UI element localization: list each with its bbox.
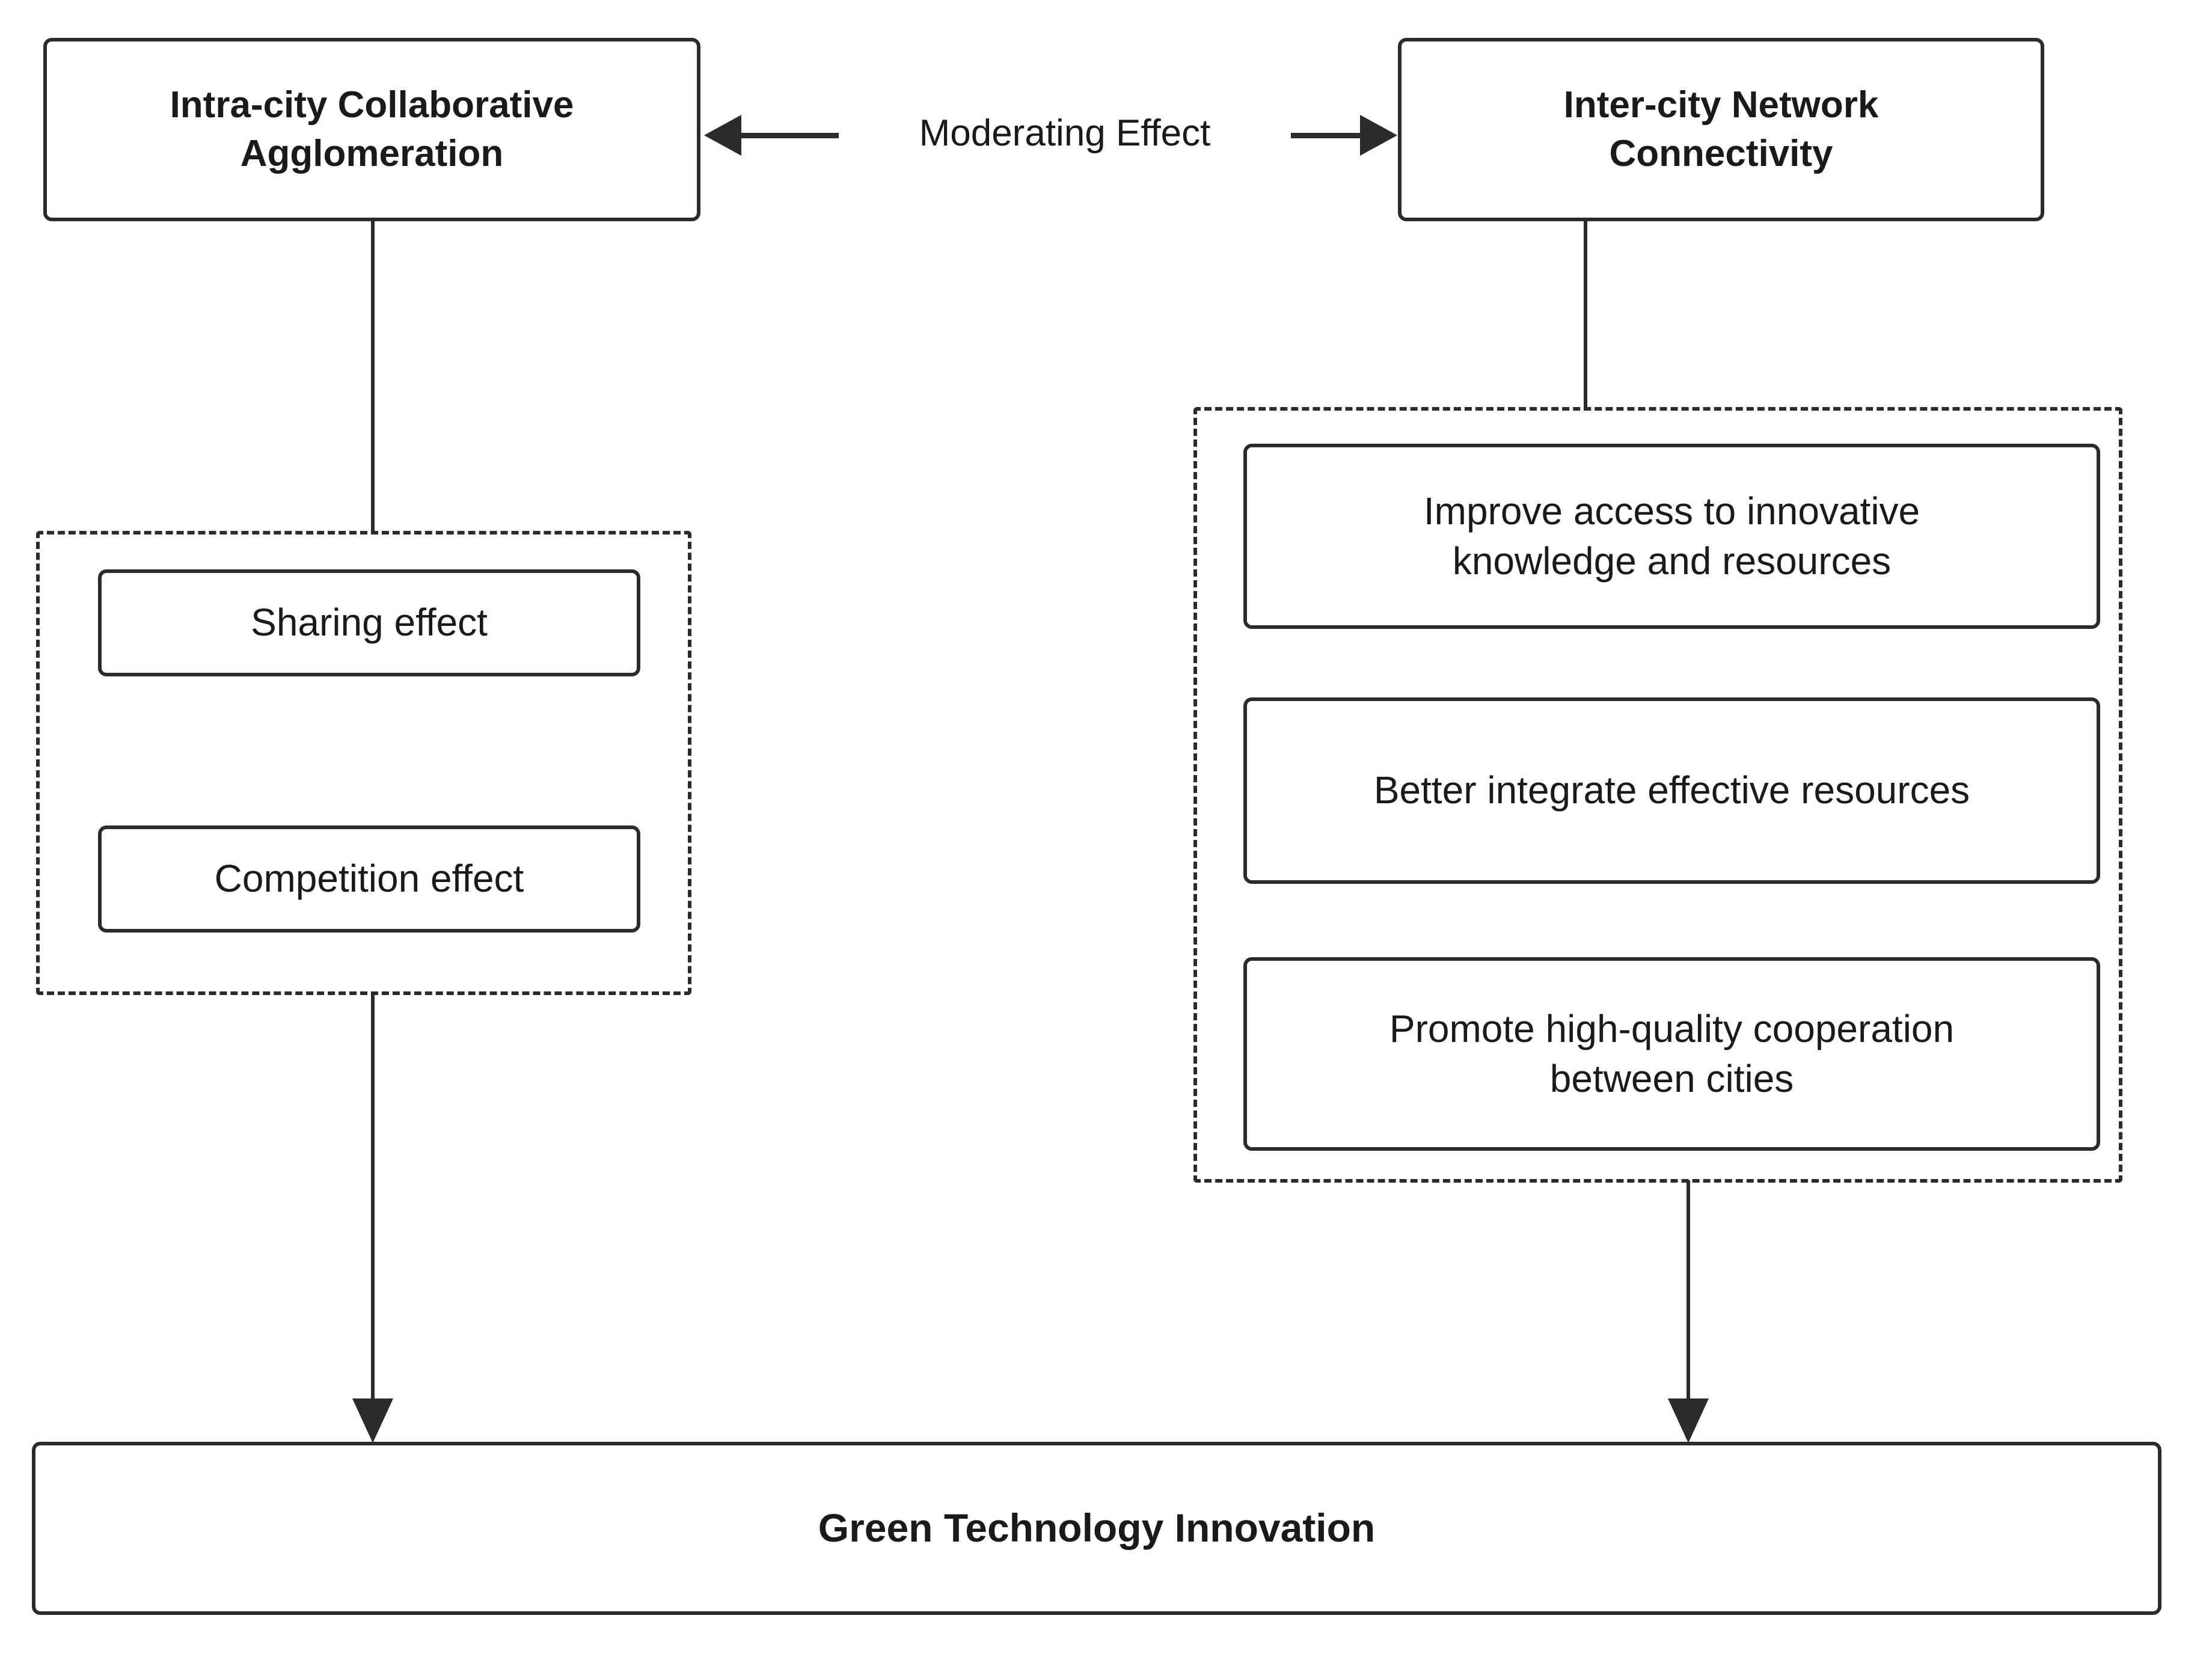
- node-sharing-effect[interactable]: Sharing effect: [98, 569, 640, 676]
- intra-city-line-1: Intra-city Collaborative: [170, 84, 574, 126]
- node-green-technology-innovation[interactable]: Green Technology Innovation: [32, 1442, 2161, 1615]
- promote-cooperation-line-2: between cities: [1549, 1057, 1794, 1100]
- group-inter-city-mechanisms: [1193, 407, 2122, 1183]
- green-technology-innovation-label: Green Technology Innovation: [818, 1505, 1376, 1551]
- sharing-effect-label: Sharing effect: [251, 601, 488, 645]
- connector-intra-city-to-group: [371, 220, 375, 534]
- connector-inter-city-group-to-outcome: [1687, 1180, 1690, 1404]
- connector-inter-city-to-group: [1584, 220, 1587, 410]
- node-inter-city-network-connectivity[interactable]: Inter-city Network Connectivity: [1398, 38, 2044, 221]
- improve-access-line-2: knowledge and resources: [1452, 539, 1892, 583]
- arrowhead-intra-city-group-to-outcome: [352, 1398, 393, 1443]
- node-inter-city-label: Inter-city Network Connectivity: [1416, 81, 2026, 178]
- arrowhead-inter-city-group-to-outcome: [1668, 1398, 1709, 1443]
- edge-label-moderating-effect: Moderating Effect: [839, 112, 1291, 155]
- node-competition-effect[interactable]: Competition effect: [98, 825, 640, 933]
- node-intra-city-collaborative-agglomeration[interactable]: Intra-city Collaborative Agglomeration: [43, 38, 700, 221]
- better-integrate-label: Better integrate effective resources: [1373, 768, 1970, 812]
- promote-cooperation-label: Promote high-quality cooperation between…: [1261, 1004, 2082, 1104]
- node-promote-high-quality-cooperation[interactable]: Promote high-quality cooperation between…: [1243, 957, 2100, 1151]
- node-improve-access-to-innovative-knowledge[interactable]: Improve access to innovative knowledge a…: [1243, 444, 2100, 629]
- node-better-integrate-effective-resources[interactable]: Better integrate effective resources: [1243, 697, 2100, 884]
- improve-access-line-1: Improve access to innovative: [1423, 489, 1920, 533]
- moderating-effect-arrowhead-left: [704, 115, 741, 156]
- intra-city-line-2: Agglomeration: [240, 132, 504, 174]
- promote-cooperation-line-1: Promote high-quality cooperation: [1389, 1006, 1955, 1050]
- moderating-effect-arrowhead-right: [1360, 115, 1397, 156]
- inter-city-line-2: Connectivity: [1609, 132, 1833, 174]
- group-intra-city-mechanisms: [36, 531, 691, 995]
- improve-access-label: Improve access to innovative knowledge a…: [1261, 486, 2082, 586]
- inter-city-line-1: Inter-city Network: [1563, 84, 1879, 126]
- competition-effect-label: Competition effect: [214, 857, 524, 901]
- connector-intra-city-group-to-outcome: [371, 992, 375, 1404]
- node-intra-city-label: Intra-city Collaborative Agglomeration: [61, 81, 682, 178]
